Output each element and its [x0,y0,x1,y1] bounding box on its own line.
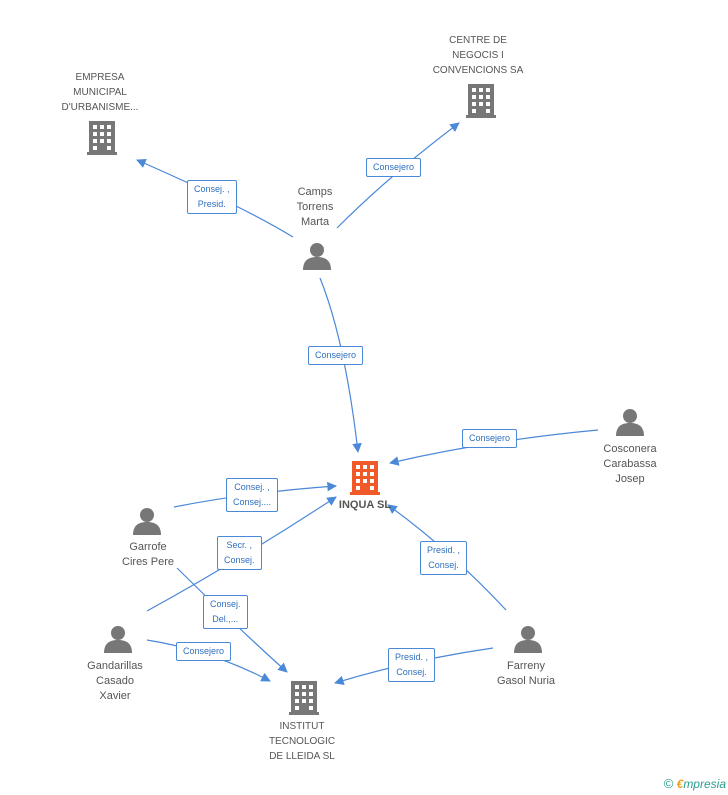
label-line: INSTITUT [279,721,325,732]
edge-label-line: Presid. , [427,545,461,555]
empresa-municipal-building-icon[interactable] [87,121,117,155]
label-line: Farreny [507,660,545,672]
label-line: Gasol Nuria [496,675,556,687]
label-line: CENTRE DE [449,35,507,46]
institut-building-icon[interactable] [289,681,319,715]
gandarillas-label[interactable]: Gandarillas Casado Xavier [70,659,160,704]
edge-label-line: Secr. , [226,540,253,550]
label-line: Gandarillas [87,660,143,672]
label-line: EMPRESA [75,72,125,83]
edge-label-line: Presid. , [395,652,429,662]
edge-camps-inqua [319,277,362,453]
brand-logo-letter: € [676,777,684,791]
edge-label-garrofe-inqua[interactable]: Consej. , Consej.... [226,478,279,512]
label-line: Torrens [296,201,334,213]
farreny-label[interactable]: Farreny Gasol Nuria [481,659,571,689]
edge-label-farreny-inqua[interactable]: Presid. , Consej. [420,541,468,575]
label-line: Marta [300,216,330,228]
institut-label[interactable]: INSTITUT TECNOLOGIC DE LLEIDA SL [252,719,352,764]
label-line: NEGOCIS I [452,50,504,61]
empresia-brand[interactable]: © €mpresia [664,776,726,791]
inqua-label[interactable]: INQUA SL [338,499,392,511]
edge-label-camps-inqua[interactable]: Consejero [308,346,364,365]
centre-negocis-label[interactable]: CENTRE DE NEGOCIS I CONVENCIONS SA [423,33,533,78]
label-line: Casado [96,675,134,687]
edge-label-cosconera-inqua[interactable]: Consejero [462,429,518,448]
edge-label-gandarillas-institut[interactable]: Consejero [176,642,232,661]
edge-label-line: Consej.... [233,497,272,507]
edge-label-line: Consej. [396,667,427,677]
camps-person-icon[interactable] [303,243,331,270]
inqua-building-icon[interactable] [350,461,380,495]
gandarillas-person-icon[interactable] [104,626,132,653]
label-line: Josep [615,473,645,485]
centre-negocis-building-icon[interactable] [466,84,496,118]
label-line: Xavier [99,690,131,702]
edge-label-line: Consej. [224,555,255,565]
garrofe-person-icon[interactable] [133,508,161,535]
edge-label-gandarillas-inqua[interactable]: Secr. , Consej. [217,536,262,570]
edge-label-line: Consej. [428,560,459,570]
edge-label-line: Consej. [210,599,241,609]
farreny-person-icon[interactable] [514,626,542,653]
label-line: Garrofe [129,541,167,553]
garrofe-label[interactable]: Garrofe Cires Pere [103,540,193,570]
edge-label-line: Consejero [469,433,511,443]
cosconera-label[interactable]: Cosconera Carabassa Josep [585,442,675,487]
edge-label-line: Consejero [373,162,415,172]
label-line: Cires Pere [122,556,174,568]
edge-label-line: Del.,... [212,614,239,624]
edge-label-camps-empresa[interactable]: Consej. , Presid. [187,180,237,214]
label-line: D'URBANISME... [61,102,139,113]
copyright-icon: © [663,776,674,791]
label-line: DE LLEIDA SL [269,751,335,762]
label-line: MUNICIPAL [73,87,127,98]
edge-label-line: Consejero [183,646,225,656]
label-line: TECNOLOGIC [268,736,336,747]
brand-name: mpresia [683,777,726,791]
camps-label[interactable]: Camps Torrens Marta [275,185,355,230]
edge-label-camps-centre[interactable]: Consejero [366,158,422,177]
edge-label-line: Presid. [197,199,226,209]
edge-label-line: Consejero [315,350,357,360]
label-line: Carabassa [603,458,657,470]
empresa-municipal-label[interactable]: EMPRESA MUNICIPAL D'URBANISME... [50,70,150,115]
label-line: CONVENCIONS SA [432,65,524,76]
edge-label-line: Consej. , [194,184,230,194]
edge-label-line: Consej. , [234,482,270,492]
cosconera-person-icon[interactable] [616,409,644,436]
label-line: Cosconera [603,443,657,455]
edge-label-garrofe-institut[interactable]: Consej. Del.,... [203,595,248,629]
edge-label-farreny-institut[interactable]: Presid. , Consej. [388,648,436,682]
label-line: Camps [297,186,333,198]
